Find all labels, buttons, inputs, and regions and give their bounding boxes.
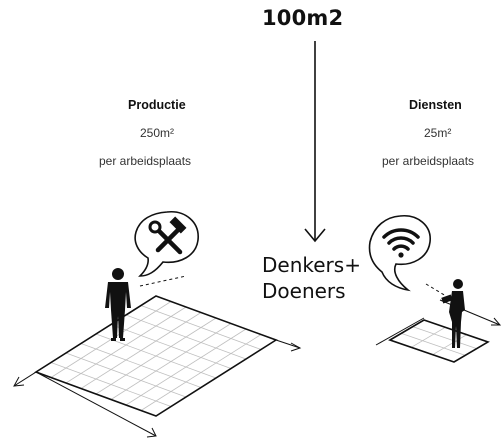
grid-line	[110, 323, 232, 400]
grid-line	[140, 334, 262, 411]
grid-line	[432, 334, 467, 356]
diensten-dimension-arrows	[375, 283, 502, 346]
center-title: 100m2	[262, 6, 344, 30]
productie-per: per arbeidsplaats	[99, 154, 192, 168]
grid-line	[412, 326, 477, 350]
down-arrow-icon	[304, 41, 326, 243]
grid-line	[401, 332, 466, 356]
productie-area: 250m²	[140, 126, 175, 140]
grid-line	[110, 324, 232, 369]
grid-line	[411, 326, 446, 348]
center-label: Denkers+ Doeners	[262, 252, 361, 304]
grid-line	[95, 317, 217, 395]
productie-worker-figure	[105, 268, 131, 341]
productie-floor-grid	[50, 301, 262, 411]
hammer-wrench-icon	[148, 216, 187, 255]
grid-line	[125, 328, 247, 406]
diensten-floor-grid	[401, 326, 477, 356]
productie-dimension-arrows	[13, 275, 302, 438]
center-label-line2: Doeners	[262, 279, 346, 303]
grid-line	[125, 314, 247, 360]
diensten-area: 25m²	[424, 126, 452, 140]
productie-heading: Productie	[128, 98, 186, 112]
diensten-worker-figure	[441, 279, 465, 348]
grid-line	[140, 305, 262, 350]
diensten-heading: Diensten	[409, 98, 462, 112]
wifi-icon	[382, 228, 420, 258]
center-label-line1: Denkers+	[262, 253, 361, 277]
diensten-per: per arbeidsplaats	[382, 154, 475, 168]
diensten-floor-outline	[388, 319, 490, 363]
